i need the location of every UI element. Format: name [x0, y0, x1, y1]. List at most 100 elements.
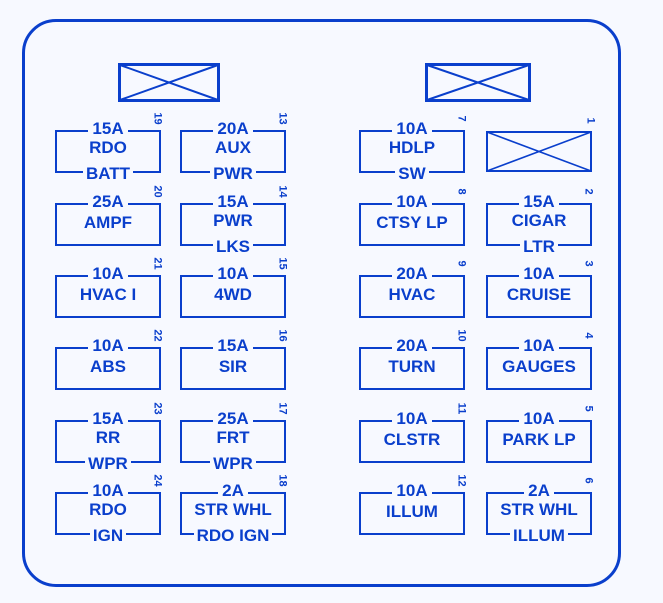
fuse-amperage: 25A [180, 409, 286, 428]
fuse-amperage-text: 15A [88, 409, 128, 428]
fuse-circuit-name-2-text: SW [395, 164, 429, 183]
fuse-circuit-name: HVAC I [79, 285, 137, 304]
fuse-amperage: 10A [359, 409, 465, 428]
fuse-circuit-name-2-text: ILLUM [510, 526, 568, 545]
fuse-circuit-name: GAUGES [502, 357, 576, 376]
fuse-amperage-text: 2A [218, 481, 248, 500]
slot-number: 23 [151, 400, 164, 417]
fuse-amperage-text: 10A [519, 264, 559, 283]
slot-number: 14 [276, 183, 289, 200]
slot-number: 10 [455, 327, 468, 344]
slot-number: 20 [151, 183, 164, 200]
fuse-circuit-name: RR [95, 428, 121, 447]
fuse-amperage: 10A [486, 264, 592, 283]
fuse-panel-outline [22, 19, 621, 587]
fuse-circuit-name: AUX [215, 138, 251, 157]
fuse-circuit-name-2: ILLUM [486, 526, 592, 545]
relay-x-icon [425, 63, 531, 102]
fuse-circuit-name-2-text: RDO IGN [193, 526, 273, 545]
fuse: 10A ABS 22 [55, 327, 164, 390]
fuse-amperage-text: 15A [519, 192, 559, 211]
slot-number: 4 [582, 327, 595, 344]
fuse-amperage: 20A [359, 264, 465, 283]
fuse-amperage: 15A [486, 192, 592, 211]
relay-top-right [425, 63, 531, 102]
fuse-amperage-text: 25A [88, 192, 128, 211]
slot-number: 7 [455, 110, 468, 127]
fuse-circuit-name-2: LTR [486, 237, 592, 256]
fuse: 10A GAUGES 4 [486, 327, 595, 390]
fuse-amperage-text: 10A [392, 119, 432, 138]
fuse-amperage: 10A [55, 481, 161, 500]
fuse-amperage: 15A [55, 409, 161, 428]
slot-number: 1 [584, 112, 597, 129]
fuse-circuit-name: SIR [218, 357, 248, 376]
fuse-circuit-name-2: SW [359, 164, 465, 183]
fuse: 10A HVAC I 21 [55, 255, 164, 318]
fuse-amperage-text: 10A [88, 336, 128, 355]
fuse-circuit-name: FRT [216, 428, 250, 447]
fuse-circuit-name-2: PWR [180, 164, 286, 183]
fuse-circuit-name: RDO [89, 500, 127, 519]
slot-number: 8 [455, 183, 468, 200]
fuse: 25A AMPF 20 [55, 183, 164, 246]
slot-number: 15 [276, 255, 289, 272]
fuse-amperage: 10A [180, 264, 286, 283]
fuse-amperage: 2A [486, 481, 592, 500]
slot-number: 22 [151, 327, 164, 344]
fuse-circuit-name: RDO [89, 138, 127, 157]
fuse-circuit-name-2: LKS [180, 237, 286, 256]
slot-number: 16 [276, 327, 289, 344]
fuse-circuit-name-2-text: LTR [520, 237, 558, 256]
fuse-circuit-name: PARK LP [502, 430, 576, 449]
fuse-circuit-name: ILLUM [386, 502, 438, 521]
fuse-circuit-name: AMPF [83, 213, 133, 232]
fuse-amperage: 10A [359, 481, 465, 500]
fuse-circuit-name-2: IGN [55, 526, 161, 545]
fuse-amperage-text: 10A [88, 264, 128, 283]
slot-number: 3 [582, 255, 595, 272]
fuse-amperage: 20A [359, 336, 465, 355]
fuse-circuit-name-2: RDO IGN [180, 526, 286, 545]
fuse-circuit-name-2: WPR [180, 454, 286, 473]
slot-number: 6 [582, 472, 595, 489]
slot-number: 21 [151, 255, 164, 272]
slot-number: 12 [455, 472, 468, 489]
slot-number: 9 [455, 255, 468, 272]
fuse-circuit-name: ABS [90, 357, 126, 376]
fuse-amperage: 25A [55, 192, 161, 211]
fuse-circuit-name: CTSY LP [376, 213, 448, 232]
fuse-circuit-name: PWR [213, 211, 253, 230]
fuse-amperage-text: 20A [213, 119, 253, 138]
slot-number: 5 [582, 400, 595, 417]
fuse-amperage-text: 10A [519, 336, 559, 355]
fuse-slot-empty: 1 [486, 112, 597, 172]
fuse-circuit-name: CIGAR [511, 211, 567, 230]
fuse-amperage-text: 10A [392, 481, 432, 500]
fuse-circuit-name-2-text: PWR [210, 164, 256, 183]
fuse-amperage-text: 25A [213, 409, 253, 428]
fuse-amperage-text: 10A [392, 409, 432, 428]
fuse-amperage-text: 15A [213, 192, 253, 211]
fuse-circuit-name-2-text: IGN [89, 526, 127, 545]
relay-top-left [118, 63, 220, 102]
fuse-amperage: 15A [55, 119, 161, 138]
fuse-amperage-text: 10A [213, 264, 253, 283]
slot-number: 17 [276, 400, 289, 417]
fuse-amperage: 15A [180, 192, 286, 211]
fuse-circuit-name-2: BATT [55, 164, 161, 183]
slot-number: 19 [151, 110, 164, 127]
fuse-circuit-name: CLSTR [383, 430, 441, 449]
fuse-circuit-name-2-text: WPR [85, 454, 131, 473]
